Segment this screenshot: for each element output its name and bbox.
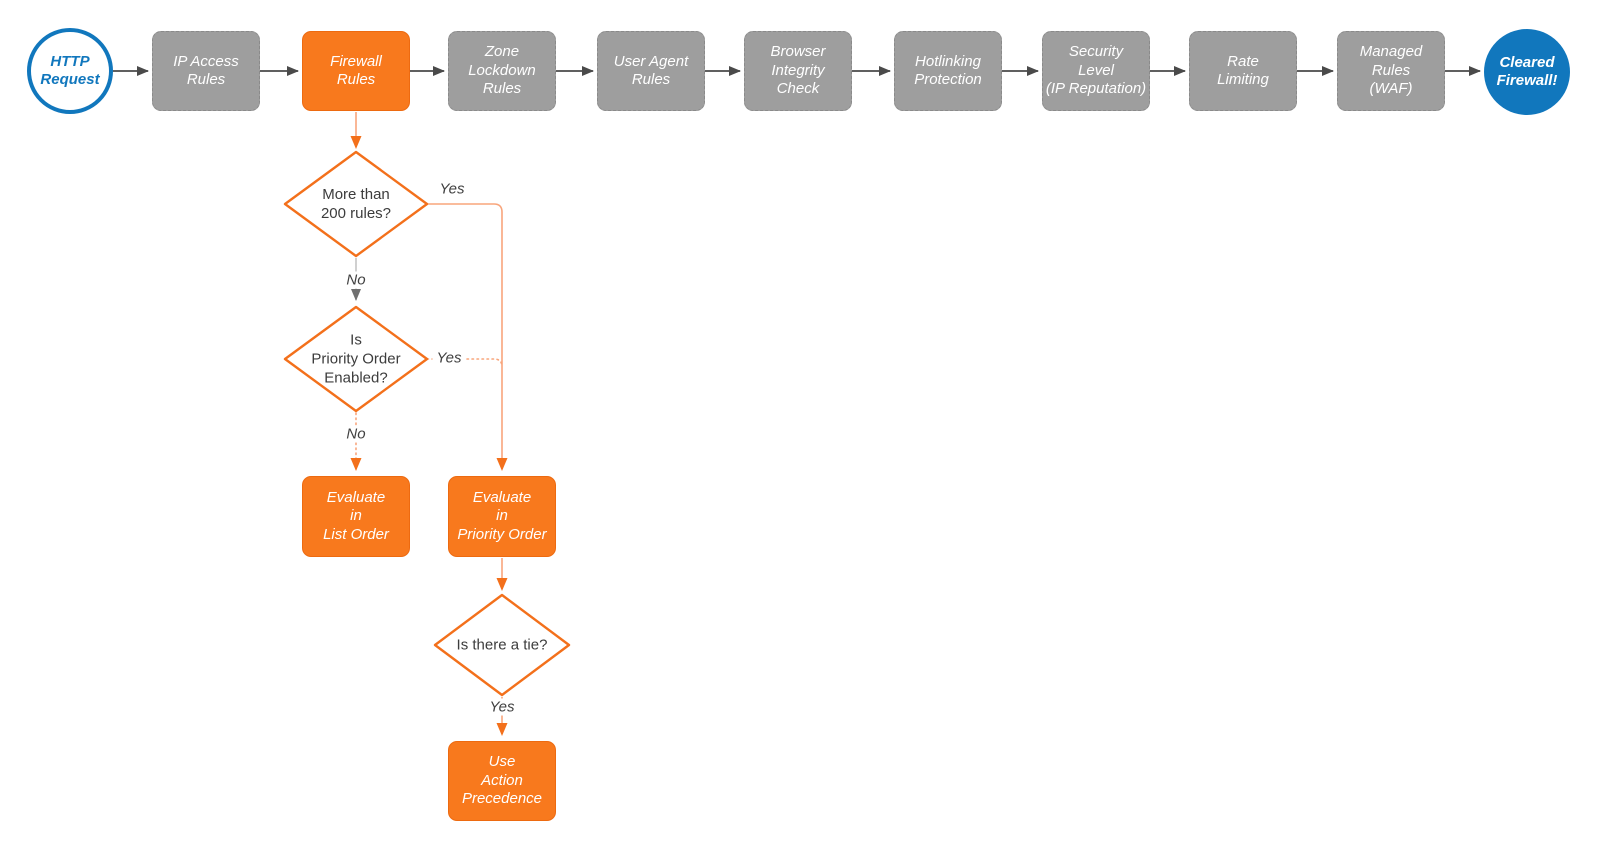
node-label: Firewall Rules — [330, 52, 382, 89]
node-hotlinking-protection: Hotlinking Protection — [894, 31, 1002, 111]
node-evaluate-in-priority-order: Evaluate in Priority Order — [448, 476, 556, 557]
node-label: Zone Lockdown Rules — [468, 43, 536, 98]
decision-label-more-than-200-rules: More than 200 rules? — [320, 186, 392, 222]
node-label: HTTP Request — [40, 52, 100, 89]
decision-label-is-there-a-tie: Is there a tie? — [456, 636, 548, 654]
node-label: Cleared Firewall! — [1496, 53, 1558, 90]
arrow-decision1-yes-to-priority-order — [427, 203, 508, 471]
node-evaluate-in-list-order: Evaluate in List Order — [302, 476, 410, 557]
node-label: Rate Limiting — [1217, 52, 1269, 89]
node-cleared-firewall: Cleared Firewall! — [1484, 29, 1570, 115]
edge-label-no-priority-enabled: No — [342, 425, 370, 443]
node-managed-rules-waf: Managed Rules (WAF) — [1337, 31, 1445, 111]
node-label: Evaluate in Priority Order — [457, 488, 547, 543]
node-rate-limiting: Rate Limiting — [1189, 31, 1297, 111]
node-label: Use Action Precedence — [461, 753, 543, 808]
node-use-action-precedence: Use Action Precedence — [448, 741, 556, 821]
node-label: Browser Integrity Check — [770, 43, 826, 98]
edge-label-yes-tie: Yes — [485, 698, 519, 716]
node-user-agent-rules: User Agent Rules — [597, 31, 705, 111]
edge-label-yes-more-than-200: Yes — [435, 180, 469, 198]
decision-label-priority-order-enabled: Is Priority Order Enabled? — [311, 331, 401, 387]
node-label: Managed Rules (WAF) — [1359, 43, 1423, 98]
node-security-level: Security Level (IP Reputation) — [1042, 31, 1150, 111]
edge-label-no-more-than-200: No — [342, 271, 370, 289]
node-http-request: HTTP Request — [27, 28, 113, 114]
node-ip-access-rules: IP Access Rules — [152, 31, 260, 111]
node-label: Security Level (IP Reputation) — [1045, 43, 1147, 98]
node-label: Evaluate in List Order — [323, 488, 389, 543]
node-zone-lockdown-rules: Zone Lockdown Rules — [448, 31, 556, 111]
node-label: User Agent Rules — [613, 52, 689, 89]
node-label: IP Access Rules — [173, 52, 239, 89]
edge-label-yes-priority-enabled: Yes — [432, 349, 466, 367]
node-firewall-rules: Firewall Rules — [302, 31, 410, 111]
node-label: Hotlinking Protection — [914, 52, 982, 89]
node-browser-integrity-check: Browser Integrity Check — [744, 31, 852, 111]
